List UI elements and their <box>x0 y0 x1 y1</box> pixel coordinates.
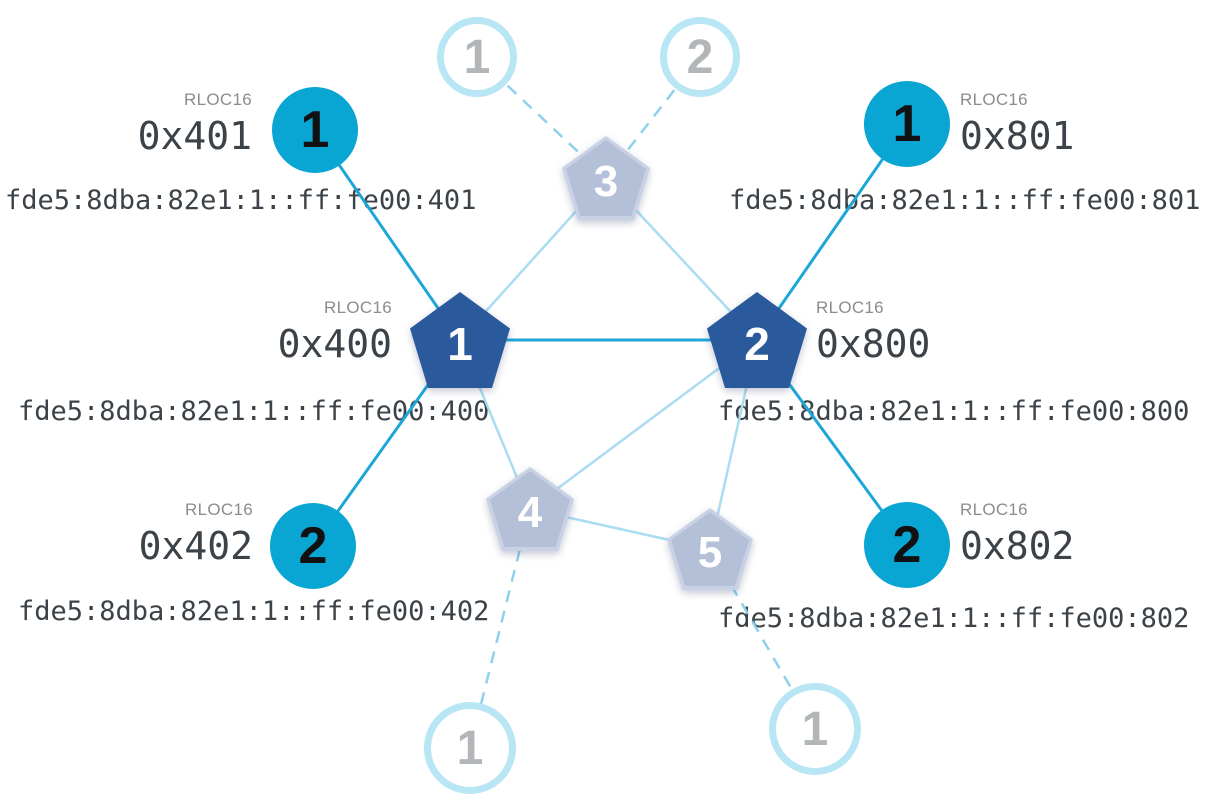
ipv6-child802: fde5:8dba:82e1:1::ff:fe00:802 <box>718 603 1190 634</box>
rloc16-caption: RLOC16 <box>816 298 884 317</box>
router-node-1: 1 <box>410 292 510 388</box>
faded-router-node-3: 3 <box>562 136 650 220</box>
rloc16-value: 0x800 <box>816 322 931 366</box>
node-number: 1 <box>463 30 491 84</box>
faded-router-node-4: 4 <box>486 467 574 551</box>
pentagon-shape: 2 <box>707 292 807 388</box>
rloc16-caption: RLOC16 <box>324 298 392 317</box>
ipv6-child402: fde5:8dba:82e1:1::ff:fe00:402 <box>18 596 490 627</box>
node-number: 3 <box>593 157 619 206</box>
rloc16-value: 0x401 <box>137 114 252 158</box>
rloc-label-child801: RLOC16 0x801 <box>960 90 1180 158</box>
faded-child-node-bottom-2: 1 <box>769 683 861 775</box>
node-number: 1 <box>456 721 484 775</box>
node-number: 1 <box>892 95 922 153</box>
faded-router-node-5: 5 <box>667 508 753 590</box>
pentagon-shape: 1 <box>410 292 510 388</box>
node-number: 1 <box>447 318 473 370</box>
node-number: 4 <box>517 488 543 537</box>
child-node-0x801: 1 <box>864 81 950 167</box>
node-number: 2 <box>686 30 714 84</box>
rloc16-caption: RLOC16 <box>960 500 1028 519</box>
rloc16-caption: RLOC16 <box>960 90 1028 109</box>
child-node-0x802: 2 <box>864 502 950 588</box>
router-node-2: 2 <box>707 292 807 388</box>
node-number: 5 <box>697 528 723 577</box>
node-number: 2 <box>892 516 922 574</box>
faded-child-node-top-2: 2 <box>660 17 740 97</box>
rloc16-caption: RLOC16 <box>184 90 252 109</box>
ipv6-child401: fde5:8dba:82e1:1::ff:fe00:401 <box>5 185 477 216</box>
rloc-label-child802: RLOC16 0x802 <box>960 500 1180 568</box>
rloc16-value: 0x802 <box>960 524 1075 568</box>
child-node-0x402: 2 <box>270 503 356 589</box>
faded-child-node-top-1: 1 <box>437 17 517 97</box>
node-number: 2 <box>744 318 770 370</box>
ipv6-router1: fde5:8dba:82e1:1::ff:fe00:400 <box>18 396 490 427</box>
node-number: 1 <box>300 101 330 159</box>
node-number: 1 <box>801 702 829 756</box>
rloc16-value: 0x402 <box>138 524 253 568</box>
faded-child-node-bottom-1: 1 <box>424 702 516 794</box>
ipv6-router2: fde5:8dba:82e1:1::ff:fe00:800 <box>718 396 1190 427</box>
rloc16-caption: RLOC16 <box>185 500 253 519</box>
ipv6-child801: fde5:8dba:82e1:1::ff:fe00:801 <box>729 185 1201 216</box>
child-node-0x401: 1 <box>272 87 358 173</box>
rloc-label-router2: RLOC16 0x800 <box>816 298 1036 366</box>
link-router2-child801 <box>755 123 909 341</box>
node-number: 2 <box>298 517 328 575</box>
rloc16-value: 0x801 <box>960 114 1075 158</box>
rloc-label-child401: RLOC16 0x401 <box>60 90 252 158</box>
rloc-label-child402: RLOC16 0x402 <box>61 500 253 568</box>
rloc16-value: 0x400 <box>277 322 392 366</box>
rloc-label-router1: RLOC16 0x400 <box>200 298 392 366</box>
